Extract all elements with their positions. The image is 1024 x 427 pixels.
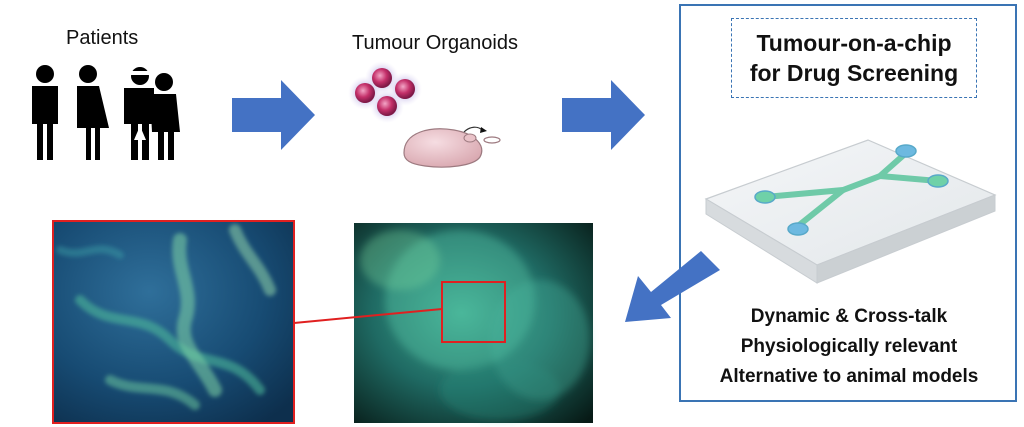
mouse-icon <box>403 126 501 168</box>
chip-title-line-2: for Drug Screening <box>749 60 959 86</box>
patients-label: Patients <box>66 27 139 49</box>
microscopy-image-zoomed <box>52 220 295 424</box>
organoids-label: Tumour Organoids <box>352 32 518 54</box>
zoom-connector-line <box>293 308 443 324</box>
benefit-dynamic: Dynamic & Cross-talk <box>750 306 948 327</box>
chip-title: Tumour-on-a-chip for Drug Screening <box>731 18 977 98</box>
microscopy-image-overview <box>354 223 593 423</box>
benefit-physiological: Physiologically relevant <box>740 336 958 357</box>
benefit-alternative: Alternative to animal models <box>719 366 979 387</box>
chip-title-line-1: Tumour-on-a-chip <box>756 30 952 56</box>
organoid-spheres-icon <box>348 61 422 123</box>
microfluidic-chip-icon <box>704 139 997 284</box>
arrow-down-left-icon <box>625 251 720 322</box>
people-icon <box>32 65 180 160</box>
arrow-right-icon <box>232 80 315 150</box>
arrow-right-icon <box>562 80 645 150</box>
